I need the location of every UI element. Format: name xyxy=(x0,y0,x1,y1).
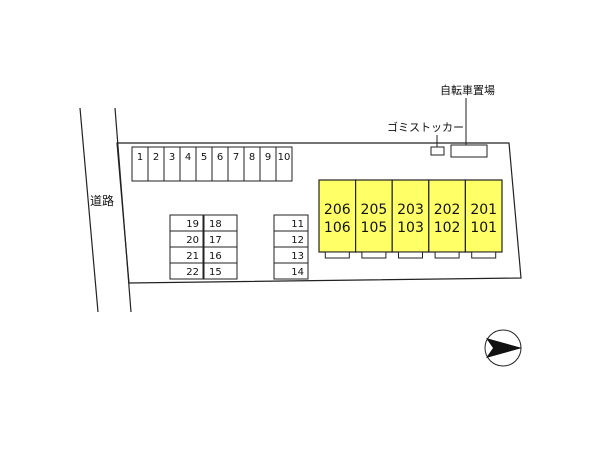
unit-entrance-step xyxy=(324,251,350,259)
parking-space-label: 19 xyxy=(186,219,199,230)
north-arrow-icon xyxy=(484,329,522,367)
parking-space-label: 16 xyxy=(209,251,222,262)
parking-space-label: 7 xyxy=(233,152,239,163)
parking-right-block: 11 12 13 14 xyxy=(273,214,309,280)
apartment-building: 206 106 205 105 203 103 202 102 201 101 xyxy=(318,179,503,259)
trash-station-label: ゴミストッカー xyxy=(387,120,464,134)
parking-left-block: 19 18 20 17 21 16 22 15 xyxy=(169,214,238,280)
unit-entrance-step xyxy=(361,251,387,259)
parking-space xyxy=(275,146,293,182)
bicycle-parking-area xyxy=(450,144,488,158)
apartment-unit xyxy=(391,179,430,253)
unit-number-upper: 206 xyxy=(324,202,351,218)
parking-space-label: 1 xyxy=(137,152,143,163)
road: 道路 xyxy=(79,107,132,313)
parking-space-label: 8 xyxy=(249,152,255,163)
apartment-unit xyxy=(464,179,503,253)
parking-space-label: 6 xyxy=(217,152,223,163)
unit-number-lower: 103 xyxy=(397,220,424,236)
parking-space-label: 21 xyxy=(186,251,199,262)
parking-space-label: 12 xyxy=(291,235,304,246)
parking-space xyxy=(169,262,204,280)
trash-station-box xyxy=(430,146,445,156)
parking-space-label: 15 xyxy=(209,267,222,278)
parking-space-label: 5 xyxy=(201,152,207,163)
bicycle-parking: 自転車置場 xyxy=(440,83,495,158)
unit-number-upper: 201 xyxy=(470,202,497,218)
parking-space-label: 22 xyxy=(186,267,199,278)
parking-space xyxy=(273,262,309,280)
parking-space-label: 9 xyxy=(265,152,271,163)
unit-entrance-step xyxy=(398,251,423,259)
parking-space-label: 18 xyxy=(209,219,222,230)
apartment-unit xyxy=(428,179,466,253)
road-label: 道路 xyxy=(90,193,114,208)
parking-space xyxy=(203,262,238,280)
parking-space-label: 4 xyxy=(185,152,191,163)
unit-number-upper: 202 xyxy=(434,202,461,218)
unit-number-upper: 203 xyxy=(397,202,424,218)
parking-space-label: 3 xyxy=(169,152,175,163)
lot-boundary xyxy=(116,142,522,284)
unit-entrance-step xyxy=(471,251,497,259)
parking-space-label: 20 xyxy=(186,235,199,246)
unit-number-lower: 106 xyxy=(324,220,351,236)
parking-space-label: 2 xyxy=(153,152,159,163)
trash-station: ゴミストッカー xyxy=(387,120,464,156)
road-edge-left xyxy=(79,107,99,313)
parking-space-label: 10 xyxy=(278,152,291,163)
parking-space-label: 11 xyxy=(291,219,304,230)
bicycle-parking-label: 自転車置場 xyxy=(440,83,495,97)
unit-number-lower: 101 xyxy=(470,220,497,236)
parking-space-label: 14 xyxy=(291,267,304,278)
unit-number-lower: 102 xyxy=(434,220,461,236)
parking-space-label: 17 xyxy=(209,235,222,246)
unit-entrance-step xyxy=(434,251,460,259)
unit-number-lower: 105 xyxy=(361,220,388,236)
parking-space-label: 13 xyxy=(291,251,304,262)
apartment-unit xyxy=(355,179,393,253)
unit-number-upper: 205 xyxy=(361,202,388,218)
apartment-unit xyxy=(318,179,357,253)
